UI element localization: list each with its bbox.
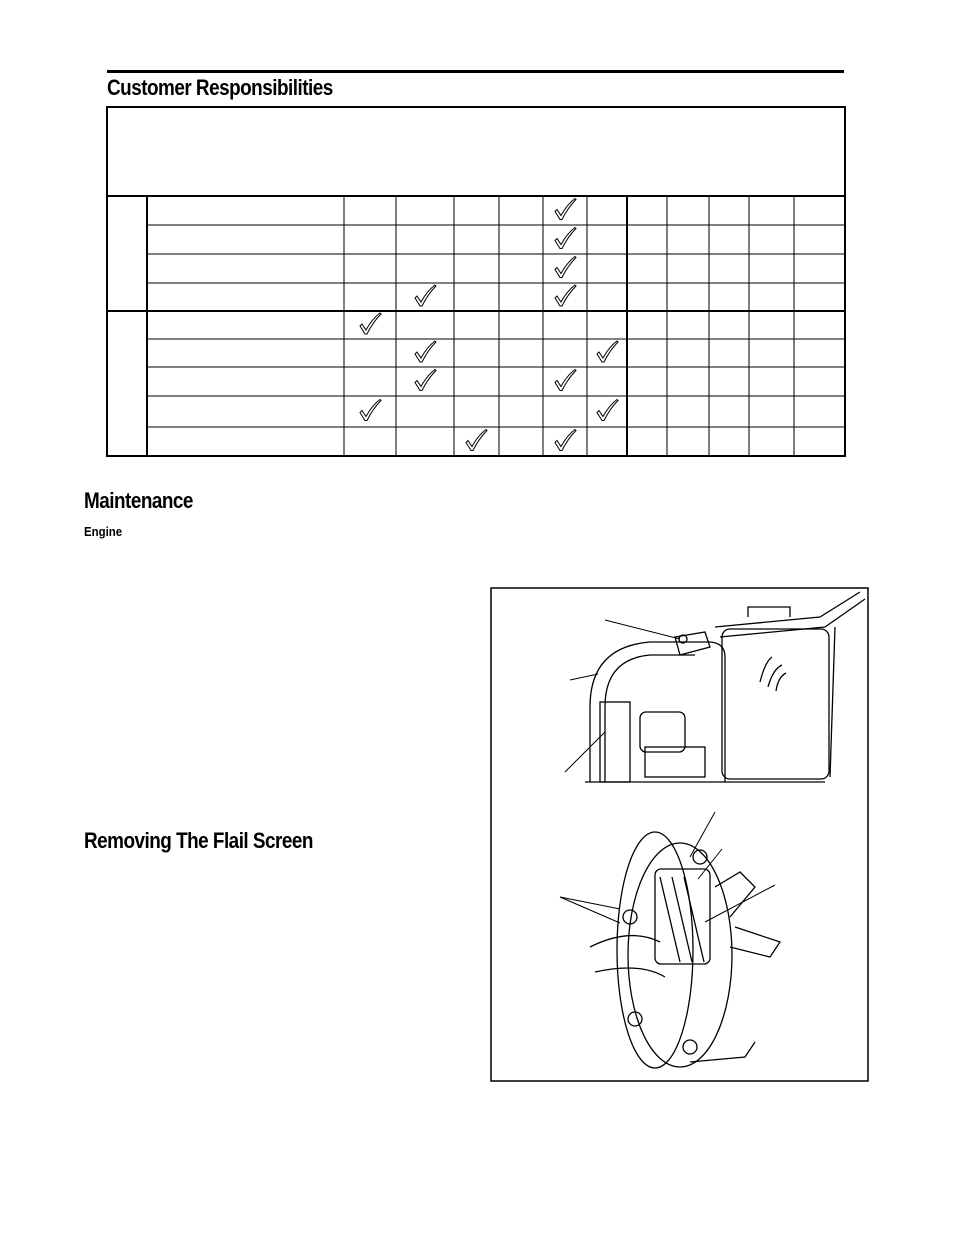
- checkmark-icon: [554, 368, 577, 391]
- flail-screen-heading: Removing The Flail Screen: [84, 828, 313, 853]
- flail-screen-illustration: [490, 587, 869, 1082]
- checkmark-icon: [359, 398, 382, 421]
- machine-side-view: [585, 591, 866, 783]
- checkmark-icon: [554, 284, 577, 307]
- maintenance-schedule-table: [106, 106, 846, 457]
- schedule-checkmarks: [359, 197, 619, 451]
- page-title: Customer Responsibilities: [107, 75, 333, 100]
- callout-leaders-top: [564, 619, 681, 773]
- checkmark-icon: [554, 428, 577, 451]
- checkmark-icon: [554, 226, 577, 249]
- header-rule: [107, 70, 844, 73]
- callout-leaders-bottom: [559, 811, 776, 924]
- engine-subheading: Engine: [84, 524, 123, 539]
- checkmark-icon: [414, 368, 437, 391]
- checkmark-icon: [414, 340, 437, 363]
- checkmark-icon: [554, 255, 577, 278]
- flail-housing-view: [589, 831, 782, 1069]
- maintenance-heading: Maintenance: [84, 488, 193, 513]
- checkmark-icon: [596, 340, 619, 363]
- checkmark-icon: [596, 398, 619, 421]
- checkmark-icon: [465, 428, 488, 451]
- checkmark-icon: [414, 284, 437, 307]
- checkmark-icon: [359, 312, 382, 335]
- checkmark-icon: [554, 197, 577, 220]
